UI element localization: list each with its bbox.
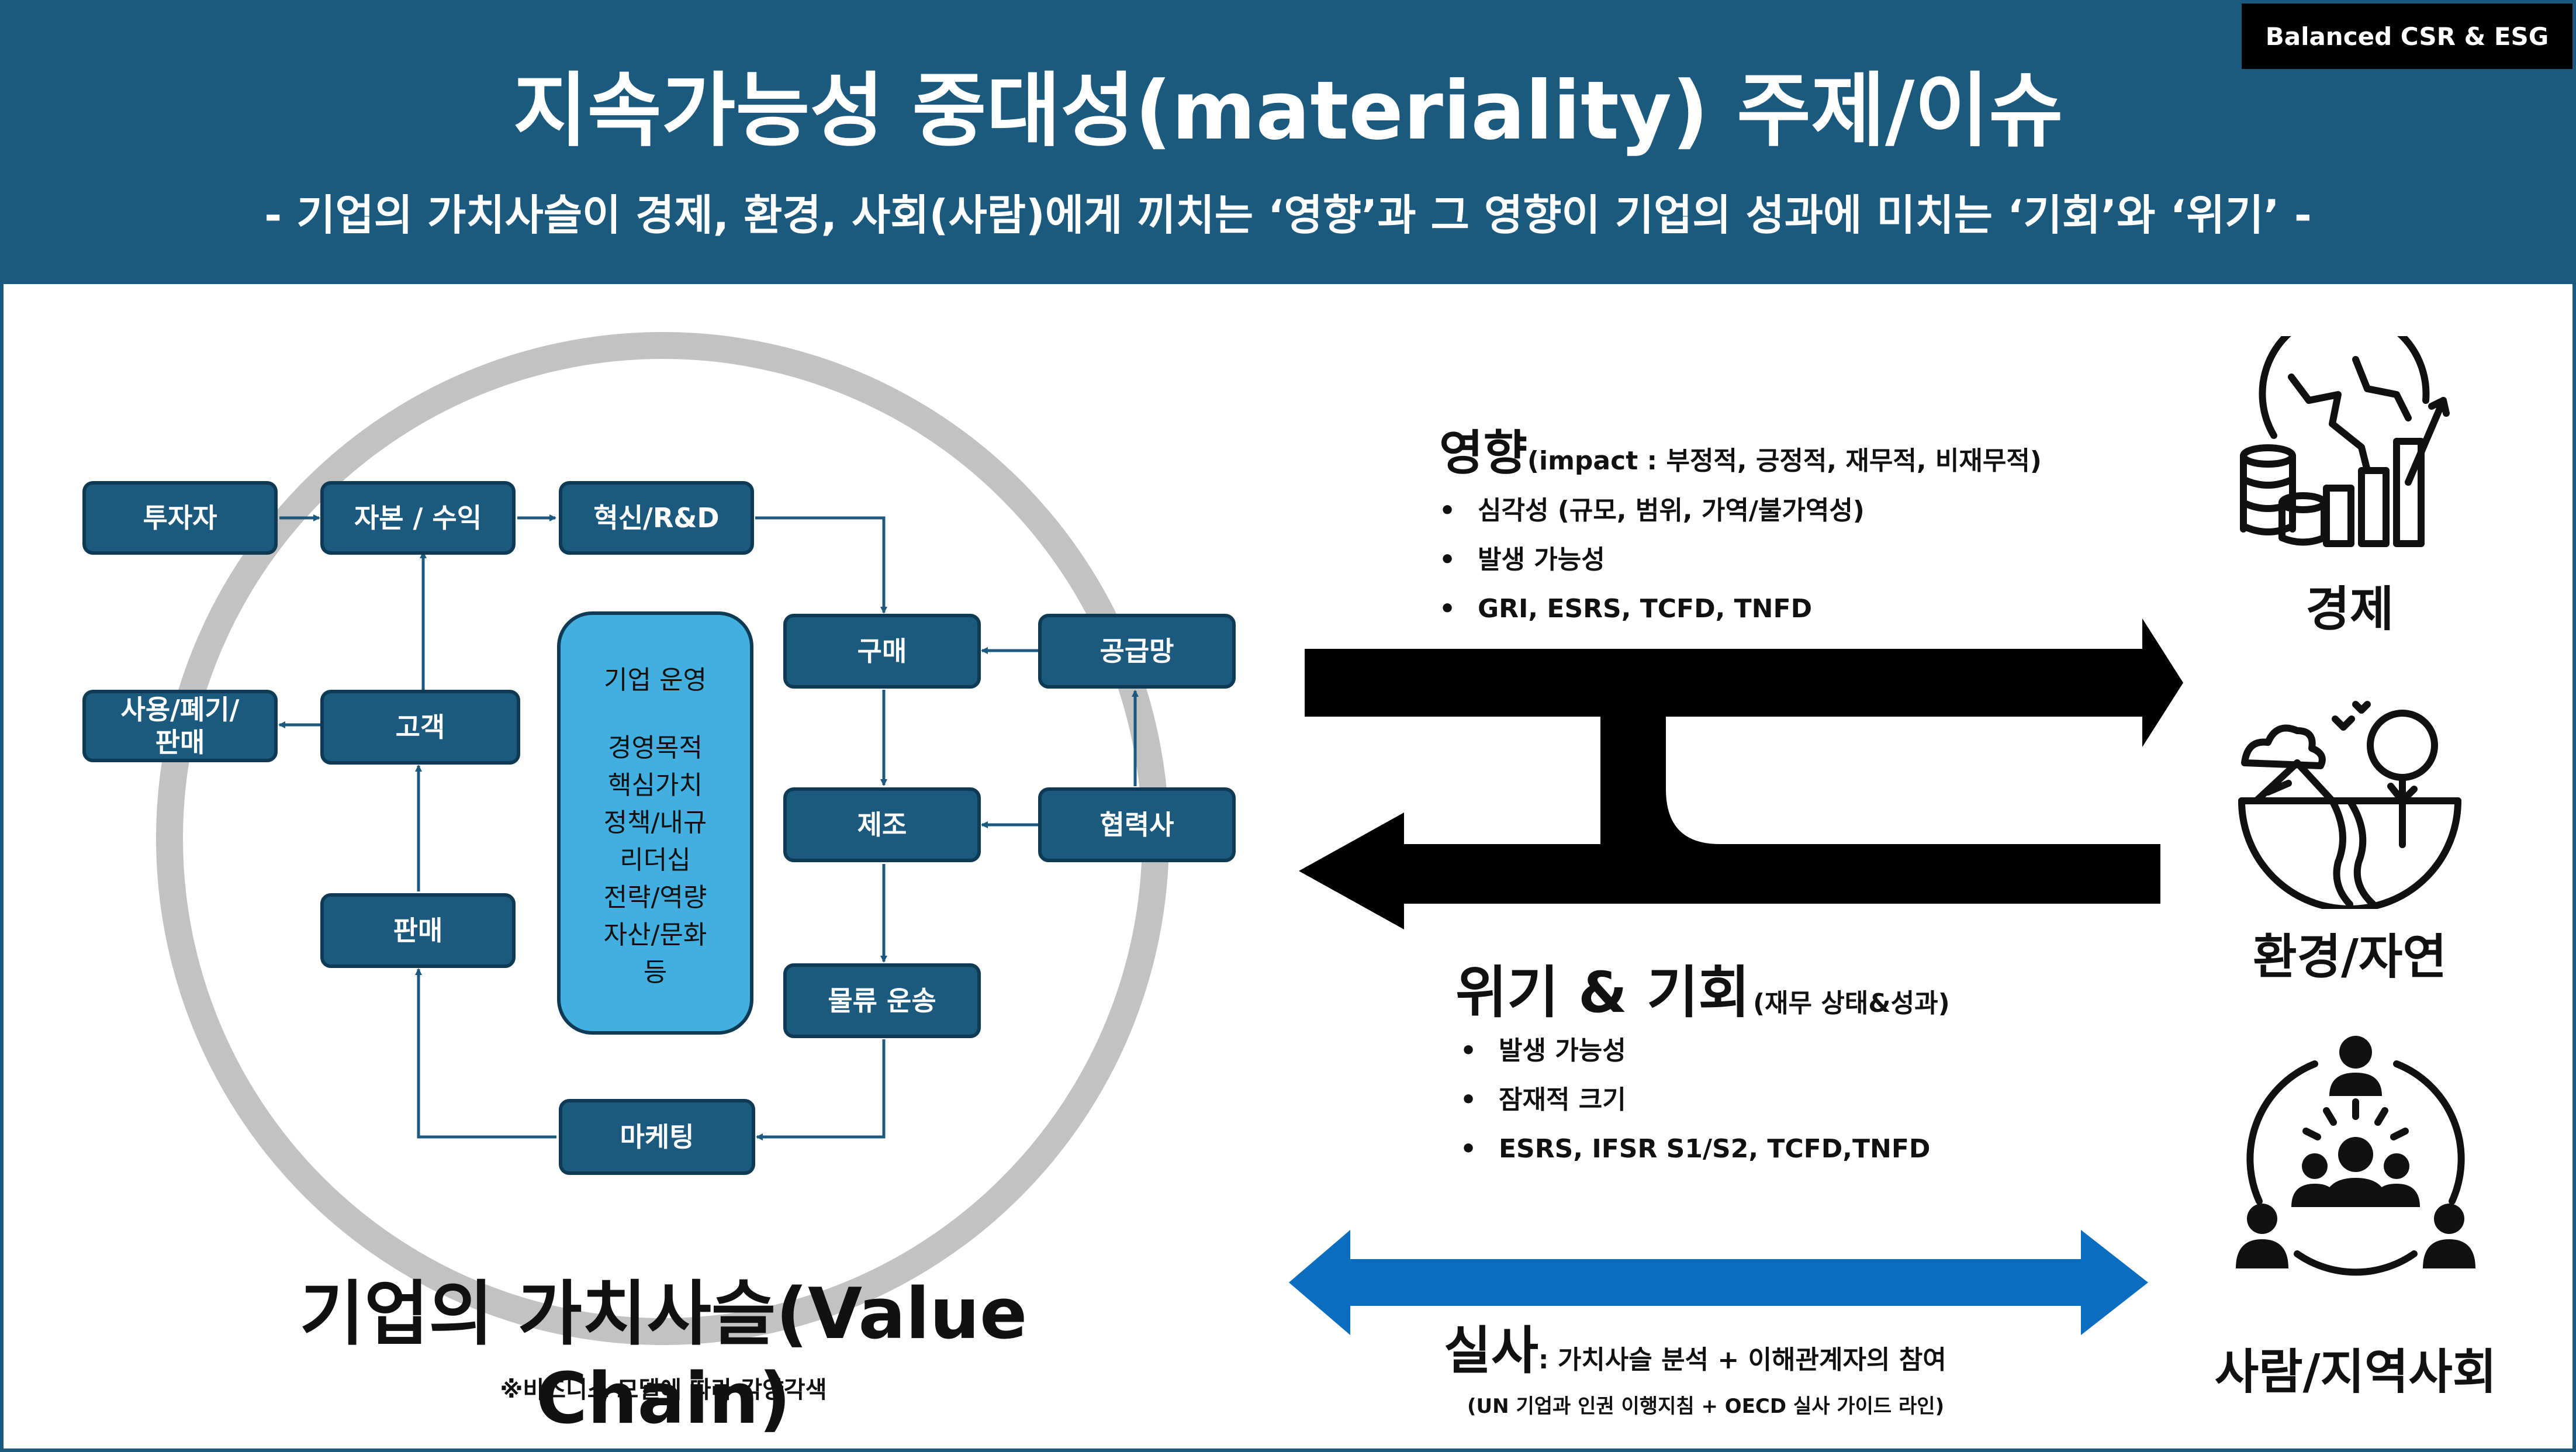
community-people-icon — [2236, 1036, 2475, 1276]
arrow-logistics-marketing — [756, 1039, 886, 1140]
core-title: 기업 운영 — [604, 665, 707, 695]
risk-item: ESRS, IFSR S1/S2, TCFD,TNFD — [1460, 1125, 1930, 1174]
core-operations-box: 기업 운영 경영목적 핵심가치 정책/내규 리더십 전략/역량 자산/문화 등 — [557, 611, 753, 1035]
node-logistics: 물류 운송 — [783, 963, 981, 1038]
impact-heading: 영향(impact : 부정적, 긍정적, 재무적, 비재무적) — [1439, 414, 2042, 483]
value-chain-note: ※비즈니스 모델에 따라 각양각색 — [500, 1377, 827, 1403]
due-diligence-heading: 실사: 가치사슬 분석 + 이해관계자의 참여 — [1444, 1309, 1946, 1384]
node-customer: 고객 — [320, 690, 520, 765]
risk-list: 발생 가능성 잠재적 크기 ESRS, IFSR S1/S2, TCFD,TNF… — [1460, 1026, 1930, 1174]
risk-subtitle: (재무 상태&성과) — [1752, 988, 1950, 1018]
core-item: 핵심가치 — [608, 770, 703, 800]
globe-growth-chart-icon — [2240, 336, 2450, 547]
node-capital-revenue: 자본 / 수익 — [320, 481, 516, 555]
due-diligence-double-arrow — [1289, 1230, 2148, 1335]
core-item: 정책/내규 — [603, 808, 707, 838]
risk-opportunity-heading: 위기 & 기회 (재무 상태&성과) — [1455, 947, 1950, 1028]
category-people-community: 사람/지역사회 — [2214, 1344, 2497, 1400]
page-title: 지속가능성 중대성(materiality) 주제/이슈 — [513, 64, 2063, 158]
impact-item: 발생 가능성 — [1439, 535, 1865, 585]
risk-title: 위기 & 기회 — [1455, 960, 1750, 1025]
impact-item: 심각성 (규모, 범위, 가역/불가역성) — [1439, 486, 1865, 535]
arrow-innovation-purchase — [755, 516, 887, 614]
core-item: 자산/문화 — [603, 920, 707, 950]
node-manufacturing: 제조 — [783, 787, 981, 862]
due-diligence-subtitle: : 가치사슬 분석 + 이해관계자의 참여 — [1538, 1345, 1946, 1375]
header-banner — [4, 4, 2572, 284]
due-diligence-note: (UN 기업과 인권 이행지침 + OECD 실사 가이드 라인) — [1467, 1395, 1945, 1418]
category-economy: 경제 — [2305, 582, 2394, 637]
node-use-disposal-sale: 사용/폐기/ 판매 — [82, 690, 278, 762]
value-chain-title: 기업의 가치사슬(Value Chain) — [299, 1274, 1028, 1440]
node-partner: 협력사 — [1038, 787, 1236, 862]
node-marketing: 마케팅 — [559, 1099, 755, 1175]
risk-opportunity-arrow — [1299, 813, 2160, 929]
impact-title: 영향 — [1439, 426, 1527, 481]
node-sales: 판매 — [320, 893, 516, 968]
core-item: 리더십 — [620, 845, 691, 875]
risk-item: 잠재적 크기 — [1460, 1076, 1930, 1125]
node-innovation-rnd: 혁신/R&D — [559, 481, 754, 555]
nature-landscape-icon — [2238, 701, 2461, 909]
impact-subtitle: (impact : 부정적, 긍정적, 재무적, 비재무적) — [1527, 446, 2042, 476]
brand-badge: Balanced CSR & ESG — [2242, 4, 2572, 69]
core-item: 등 — [643, 957, 668, 987]
node-purchase: 구매 — [783, 614, 981, 689]
core-item: 경영목적 — [608, 733, 703, 763]
page-subtitle: - 기업의 가치사슬이 경제, 환경, 사회(사람)에게 끼치는 ‘영향’과 그… — [264, 191, 2312, 240]
arrow-connector — [1600, 717, 1720, 844]
category-environment-nature: 환경/자연 — [2253, 929, 2447, 985]
due-diligence-title: 실사 — [1444, 1320, 1538, 1381]
impact-arrow — [1305, 618, 2183, 747]
risk-item: 발생 가능성 — [1460, 1026, 1930, 1076]
arrow-marketing-sales — [415, 968, 556, 1139]
impact-item: GRI, ESRS, TCFD, TNFD — [1439, 585, 1865, 634]
core-item: 전략/역량 — [603, 883, 707, 912]
node-supply-chain: 공급망 — [1038, 614, 1236, 689]
node-investor: 투자자 — [82, 481, 278, 555]
impact-list: 심각성 (규모, 범위, 가역/불가역성) 발생 가능성 GRI, ESRS, … — [1439, 486, 1865, 634]
